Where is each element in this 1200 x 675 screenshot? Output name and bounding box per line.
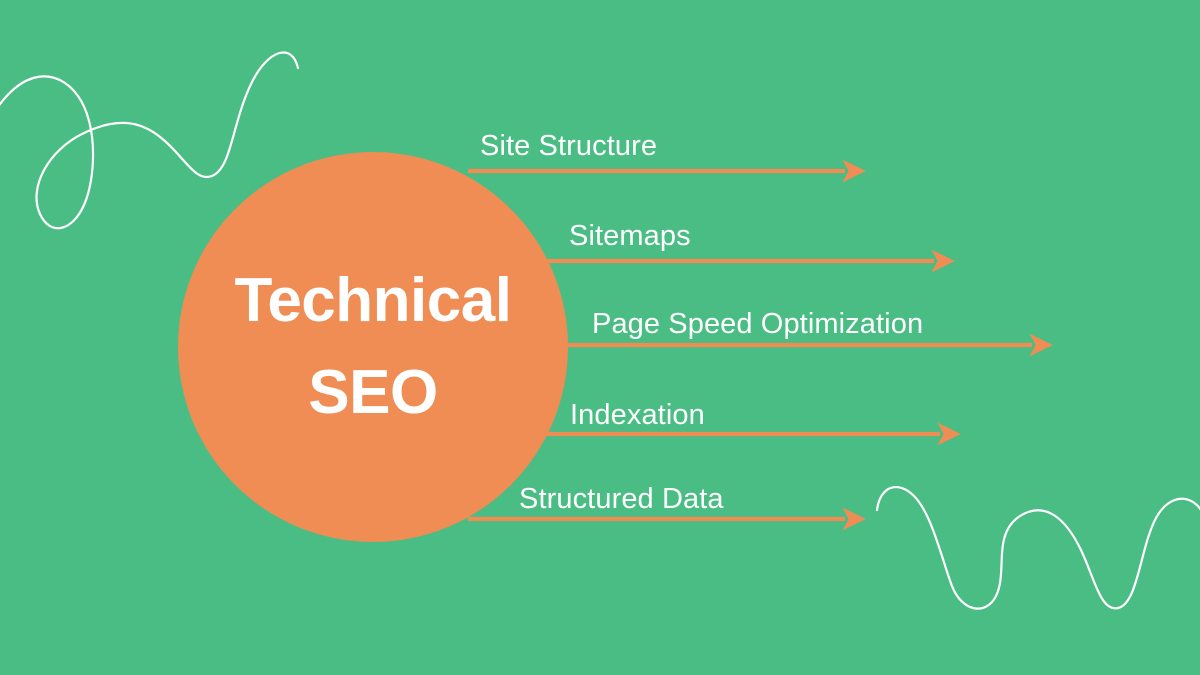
hub-circle (178, 152, 568, 542)
branch-label-indexation: Indexation (570, 399, 705, 431)
branch-label-sitemaps: Sitemaps (569, 220, 691, 252)
hub-title-line-2: SEO (308, 358, 438, 427)
hub-title: Technical SEO (178, 152, 568, 542)
branch-label-structured-data: Structured Data (519, 483, 724, 515)
hub-title-line-1: Technical (234, 266, 512, 336)
branch-label-site-structure: Site Structure (480, 130, 658, 162)
branch-label-page-speed-optimization: Page Speed Optimization (592, 308, 924, 340)
